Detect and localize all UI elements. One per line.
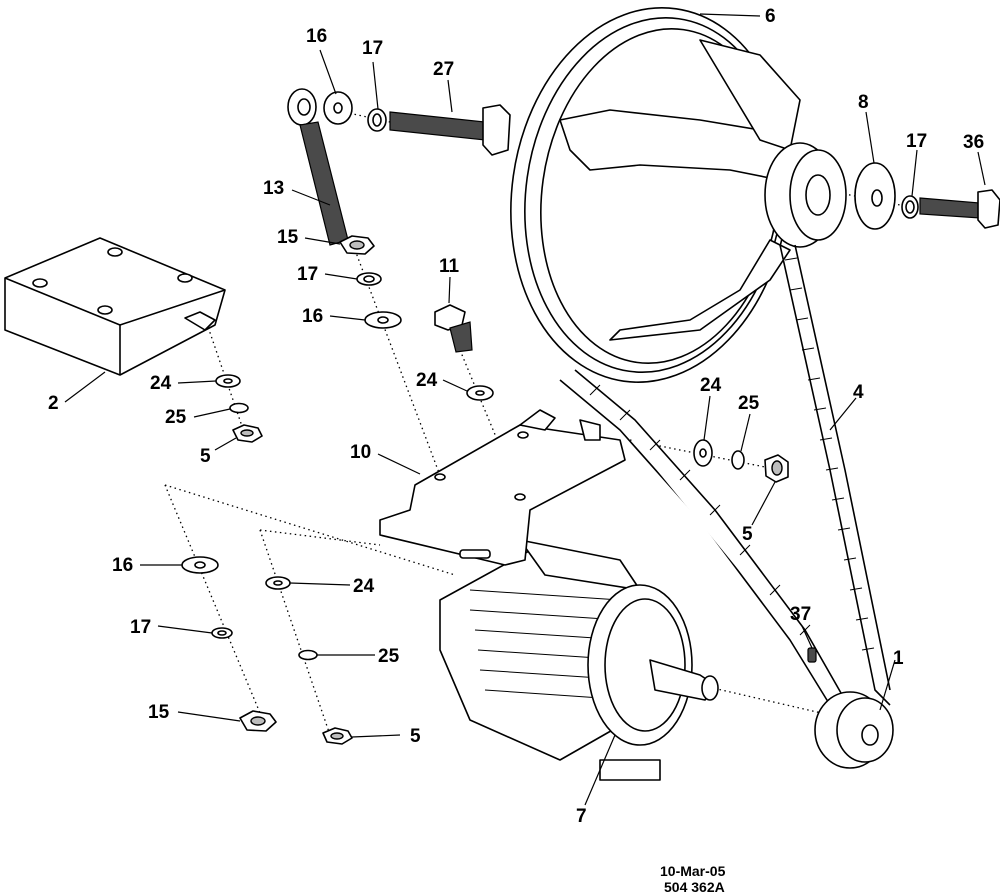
motor-bracket — [379, 409, 626, 566]
callout-17c: 17 — [297, 264, 318, 285]
callout-24d: 24 — [353, 576, 375, 597]
large-pulley — [510, 7, 847, 383]
eye-bolt — [287, 88, 349, 246]
callout-24a: 24 — [416, 370, 438, 391]
callout-25c: 25 — [378, 646, 400, 667]
callout-5b: 5 — [742, 524, 753, 545]
bolt-36 — [919, 189, 1000, 229]
set-screw — [807, 647, 817, 663]
callout-4: 4 — [853, 382, 864, 403]
leader-lines — [64, 13, 986, 806]
callout-36: 36 — [963, 132, 984, 153]
callout-6: 6 — [765, 6, 776, 27]
callout-16c: 16 — [112, 555, 133, 576]
callout-17b: 17 — [906, 131, 927, 152]
drawing-footer: 10-Mar-05 504 362A — [660, 863, 726, 895]
callout-8: 8 — [858, 92, 869, 113]
callout-10: 10 — [350, 442, 371, 463]
callout-15b: 15 — [148, 702, 170, 723]
callout-24c: 24 — [700, 375, 722, 396]
callout-5c: 5 — [410, 726, 421, 747]
cover-block — [4, 237, 226, 376]
electric-motor — [439, 539, 719, 781]
callout-7: 7 — [576, 806, 587, 827]
callout-1: 1 — [893, 648, 904, 669]
drawing-number: 504 362A — [664, 879, 725, 895]
hardware — [181, 91, 919, 745]
callout-labels: 16 17 27 6 8 17 36 13 15 17 16 11 24 2 2… — [48, 6, 984, 827]
callout-13: 13 — [263, 178, 284, 199]
callout-2: 2 — [48, 393, 59, 414]
callout-27: 27 — [433, 59, 454, 80]
drawing-date: 10-Mar-05 — [660, 863, 726, 879]
callout-37: 37 — [790, 604, 811, 625]
callout-15a: 15 — [277, 227, 299, 248]
callout-24b: 24 — [150, 373, 172, 394]
bolt-11 — [434, 304, 473, 353]
small-pulley — [814, 691, 894, 769]
callout-16a: 16 — [306, 26, 327, 47]
callout-17d: 17 — [130, 617, 151, 638]
bolt-27 — [389, 104, 511, 156]
callout-5a: 5 — [200, 446, 211, 467]
callout-25b: 25 — [738, 393, 760, 414]
drive-belt — [559, 244, 891, 706]
callout-11: 11 — [439, 256, 460, 277]
callout-25a: 25 — [165, 407, 187, 428]
callout-16b: 16 — [302, 306, 323, 327]
callout-17a: 17 — [362, 38, 383, 59]
